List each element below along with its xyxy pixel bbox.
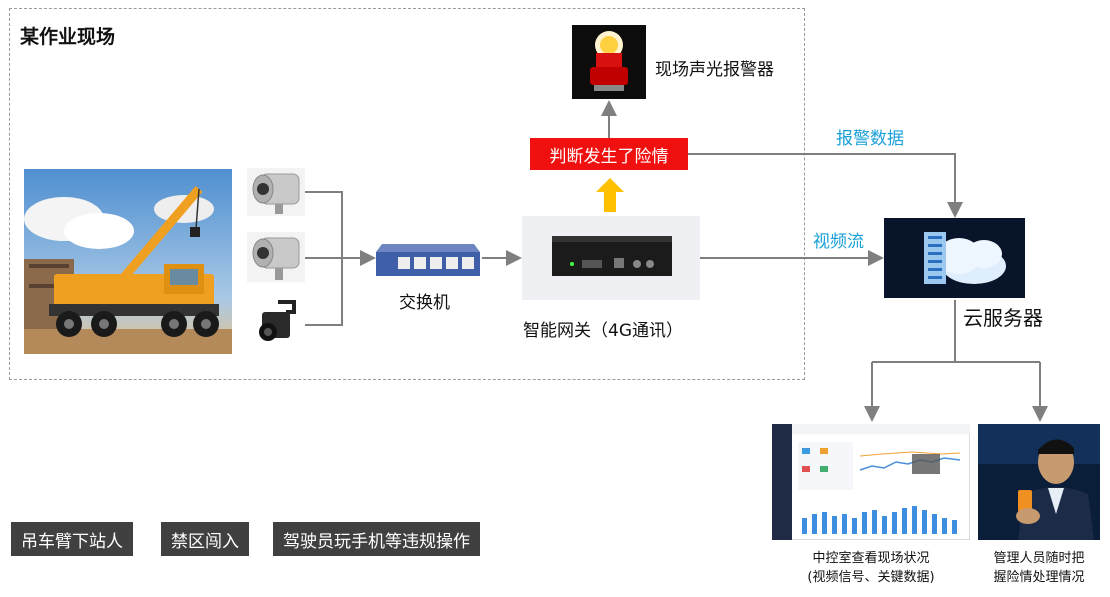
control-room-caption: 中控室查看现场状况 (视频信号、关键数据) <box>772 549 970 587</box>
control-room-dashboard <box>772 424 970 540</box>
alarm-beacon-icon <box>572 25 646 99</box>
cloud-server-label: 云服务器 <box>963 306 1043 330</box>
manager-photo <box>978 424 1100 540</box>
manager-caption-line2: 握险情处理情况 <box>993 570 1085 585</box>
manager-caption: 管理人员随时把 握险情处理情况 <box>978 549 1100 587</box>
up-arrow-icon <box>596 178 624 212</box>
scenario-tag: 吊车臂下站人 <box>11 522 133 556</box>
manager-caption-line1: 管理人员随时把 <box>993 551 1085 566</box>
work-site-boundary <box>9 8 805 380</box>
control-room-caption-line2: (视频信号、关键数据) <box>807 570 935 585</box>
switch-label: 交换机 <box>399 293 450 313</box>
gateway-label: 智能网关（4G通讯） <box>523 321 683 341</box>
danger-detected-badge: 判断发生了险情 <box>530 138 688 170</box>
camera-icon <box>247 232 305 282</box>
video-stream-label: 视频流 <box>813 232 864 252</box>
network-switch-icon <box>376 244 480 276</box>
scenario-tag: 驾驶员玩手机等违规操作 <box>273 522 480 556</box>
camera-icon <box>250 298 302 350</box>
scenario-tag: 禁区闯入 <box>161 522 249 556</box>
smart-gateway-device <box>522 216 700 300</box>
camera-icon <box>247 168 305 216</box>
control-room-caption-line1: 中控室查看现场状况 <box>812 551 930 566</box>
alarm-data-label: 报警数据 <box>836 129 904 149</box>
cloud-server-icon <box>884 218 1025 298</box>
alarm-device-label: 现场声光报警器 <box>655 60 774 80</box>
crane-photo <box>24 169 232 354</box>
site-title: 某作业现场 <box>20 26 116 48</box>
alert-to-cloud-arrow <box>688 153 963 218</box>
